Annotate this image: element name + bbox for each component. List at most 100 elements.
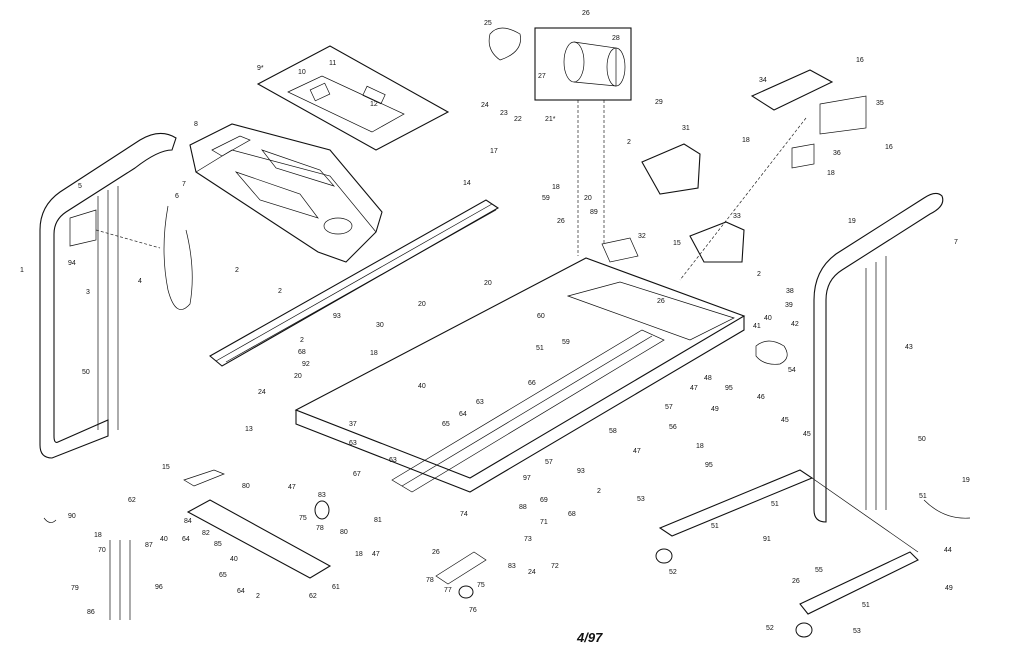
part-label-p24c: 24 [528, 569, 536, 576]
part-label-p53a: 53 [637, 496, 645, 503]
part-label-p18a: 18 [552, 184, 560, 191]
part-label-p28: 28 [612, 35, 620, 42]
part-label-p86: 86 [87, 609, 95, 616]
part-label-p26e: 26 [432, 549, 440, 556]
part-label-p56: 56 [669, 424, 677, 431]
part-label-p3: 3 [86, 289, 90, 296]
part-label-p76: 76 [469, 607, 477, 614]
part-label-p95b: 95 [705, 462, 713, 469]
hardware [43, 205, 971, 620]
part-label-p94: 94 [68, 260, 76, 267]
part-label-p74: 74 [460, 511, 468, 518]
part-label-p11: 11 [329, 60, 336, 67]
part-label-p36: 36 [833, 150, 841, 157]
part-label-p80b: 80 [340, 529, 348, 536]
part-label-p2c: 2 [300, 337, 304, 344]
part-label-p69: 69 [540, 497, 548, 504]
part-label-p89: 89 [590, 209, 598, 216]
part-label-p65b: 65 [219, 572, 227, 579]
part-label-p44: 44 [944, 547, 952, 554]
part-label-p33: 33 [733, 213, 741, 220]
part-label-p47c: 47 [288, 484, 296, 491]
part-label-p52a: 52 [669, 569, 677, 576]
part-label-p51c: 51 [711, 523, 719, 530]
front-frame [577, 100, 807, 281]
part-label-p78b: 78 [426, 577, 434, 584]
part-label-p47a: 47 [690, 385, 698, 392]
part-label-p18d: 18 [370, 350, 378, 357]
part-label-p18b: 18 [742, 137, 750, 144]
part-label-p19b: 19 [962, 477, 970, 484]
part-label-p26a: 26 [582, 10, 590, 17]
part-label-p39: 39 [785, 302, 793, 309]
part-label-p40d: 40 [230, 556, 238, 563]
part-label-p7a: 7 [182, 181, 186, 188]
part-label-p18f: 18 [94, 532, 102, 539]
base-frame [655, 469, 919, 638]
part-label-p21: 21* [545, 116, 556, 123]
part-label-p95a: 95 [725, 385, 733, 392]
left-upright [39, 132, 177, 459]
part-label-p78a: 78 [316, 525, 324, 532]
controller-board [750, 69, 867, 169]
part-label-p13: 13 [245, 426, 253, 433]
part-label-p2d: 2 [627, 139, 631, 146]
part-label-p20c: 20 [418, 301, 426, 308]
part-label-p75b: 75 [477, 582, 485, 589]
part-label-p50b: 50 [918, 436, 926, 443]
part-label-p60: 60 [537, 313, 545, 320]
part-label-p24b: 24 [258, 389, 266, 396]
part-label-p34: 34 [759, 77, 767, 84]
part-label-p65a: 65 [442, 421, 450, 428]
part-label-p26c: 26 [657, 298, 665, 305]
part-label-p57a: 57 [665, 404, 673, 411]
part-label-p18c: 18 [827, 170, 835, 177]
part-label-p91: 91 [763, 536, 771, 543]
part-label-p64a: 64 [459, 411, 467, 418]
part-label-p26b: 26 [557, 218, 565, 225]
motor-assembly [488, 27, 632, 101]
part-label-p9: 9* [257, 65, 264, 72]
part-label-p46: 46 [757, 394, 765, 401]
part-label-p77: 77 [444, 587, 452, 594]
part-label-p67: 67 [353, 471, 361, 478]
part-label-p6: 6 [175, 193, 179, 200]
part-label-p42: 42 [791, 321, 799, 328]
part-label-p15b: 15 [162, 464, 170, 471]
part-label-p53b: 53 [853, 628, 861, 635]
date-stamp: 4/97 [577, 630, 603, 645]
part-label-p22: 22 [514, 116, 522, 123]
deck [294, 257, 746, 493]
part-label-p51d: 51 [771, 501, 779, 508]
part-label-p43: 43 [905, 344, 913, 351]
part-label-p59a: 59 [542, 195, 550, 202]
part-label-p40a: 40 [764, 315, 772, 322]
part-label-p31: 31 [682, 125, 690, 132]
part-label-p38: 38 [786, 288, 794, 295]
part-label-p20a: 20 [584, 195, 592, 202]
part-label-p62b: 62 [309, 593, 317, 600]
part-label-p82: 82 [202, 530, 210, 537]
part-label-p63b: 63 [349, 440, 357, 447]
part-label-p37: 37 [349, 421, 357, 428]
part-label-p18e: 18 [696, 443, 704, 450]
part-label-p41: 41 [753, 323, 761, 330]
part-label-p80a: 80 [242, 483, 250, 490]
part-label-p90: 90 [68, 513, 76, 520]
part-label-p92: 92 [302, 361, 310, 368]
part-label-p47b: 47 [633, 448, 641, 455]
console [189, 123, 383, 263]
part-label-p40b: 40 [418, 383, 426, 390]
part-label-p26d: 26 [792, 578, 800, 585]
part-label-p75a: 75 [299, 515, 307, 522]
part-label-p30: 30 [376, 322, 384, 329]
part-label-p29: 29 [655, 99, 663, 106]
part-label-p51e: 51 [862, 602, 870, 609]
part-label-p49a: 49 [711, 406, 719, 413]
part-label-p87: 87 [145, 542, 153, 549]
motor-hood [641, 143, 745, 263]
part-label-p51a: 51 [536, 345, 544, 352]
part-label-p4: 4 [138, 278, 142, 285]
part-label-p93b: 93 [577, 468, 585, 475]
